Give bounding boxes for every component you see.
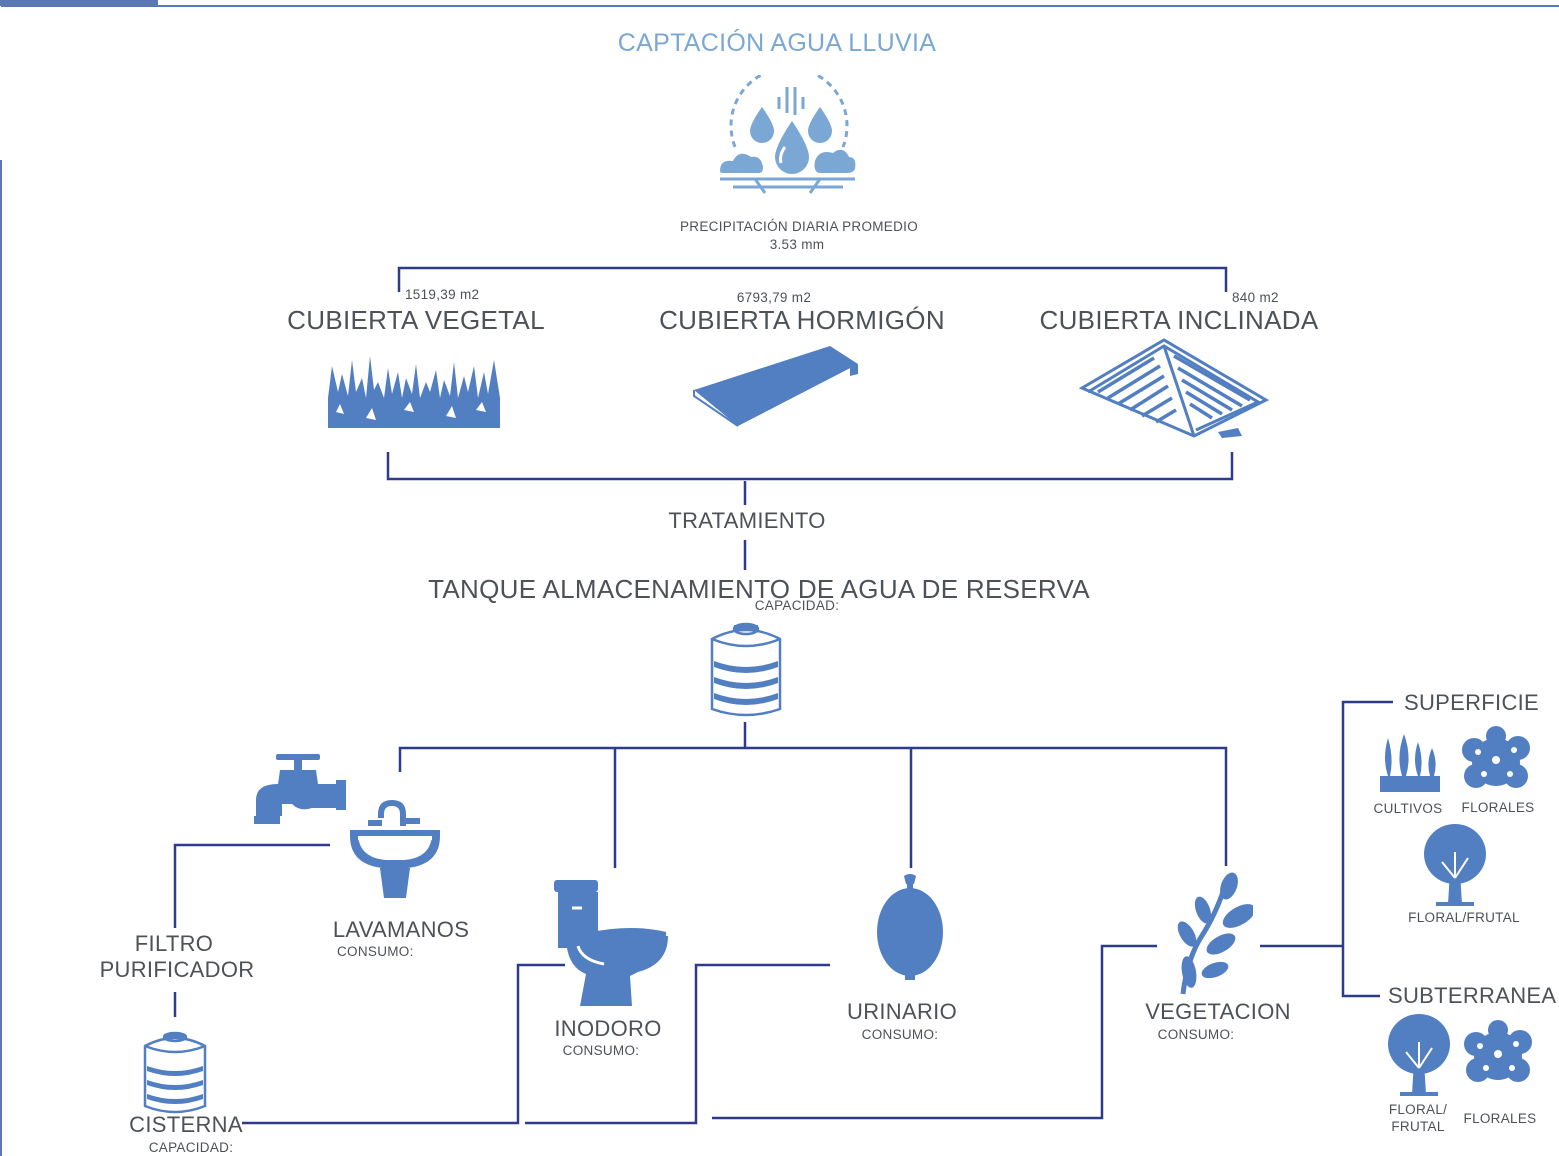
tank-capacity: CAPACIDAD: <box>754 598 840 613</box>
cistern-tank-icon <box>143 1031 207 1114</box>
tank-label: TANQUE ALMACENAMIENTO DE AGUA DE RESERVA <box>428 574 1090 604</box>
subterranea-floral-frutal-line2: FRUTAL <box>1391 1119 1445 1134</box>
superficie-floral-frutal-label: FLORAL/FRUTAL <box>1408 910 1520 925</box>
water-tank-icon <box>710 622 782 717</box>
roof-pitched-label: CUBIERTA INCLINADA <box>1039 305 1319 335</box>
use-urinario-consumption: CONSUMO: <box>861 1027 939 1042</box>
roof-pitched-area: 840 m2 <box>1232 290 1279 305</box>
tree-icon <box>1388 1014 1450 1096</box>
urinal-icon <box>877 874 943 980</box>
use-lavamanos-label: LAVAMANOS <box>332 917 470 942</box>
superficie-florales-label: FLORALES <box>1461 800 1535 815</box>
use-lavamanos-consumption: CONSUMO: <box>337 944 414 959</box>
precipitation-label: PRECIPITACIÓN DIARIA PROMEDIO <box>680 219 918 234</box>
crops-icon <box>1380 734 1440 792</box>
flower-bush-icon <box>1464 1020 1532 1082</box>
roof-vegetal-area: 1519,39 m2 <box>405 287 480 302</box>
faucet-icon <box>254 754 346 824</box>
diagram-title: CAPTACIÓN AGUA LLUVIA <box>617 29 937 57</box>
superficie-cultivos-label: CULTIVOS <box>1373 801 1443 816</box>
filter-label-line1: FILTRO <box>134 931 214 956</box>
use-inodoro-label: INODORO <box>554 1016 662 1041</box>
plant-branch-icon <box>1177 872 1253 995</box>
pitched-roof-icon <box>1078 338 1270 438</box>
roof-concrete-label: CUBIERTA HORMIGÓN <box>659 305 945 335</box>
subterranea-floral-frutal-line1: FLORAL/ <box>1388 1102 1448 1117</box>
concrete-slab-icon <box>693 346 858 427</box>
toilet-icon <box>554 880 668 1006</box>
use-vegetacion-label: VEGETACION <box>1145 999 1291 1024</box>
tree-icon <box>1424 824 1486 906</box>
use-inodoro-consumption: CONSUMO: <box>562 1043 640 1058</box>
use-vegetacion-consumption: CONSUMO: <box>1157 1027 1235 1042</box>
superficie-label: SUPERFICIE <box>1404 690 1540 715</box>
green-roof-grass-icon <box>328 356 500 428</box>
rain-collection-icon <box>720 75 856 194</box>
treatment-label: TRATAMIENTO <box>668 508 826 533</box>
cistern-label: CISTERNA <box>129 1112 243 1137</box>
use-urinario-label: URINARIO <box>847 999 957 1024</box>
precipitation-value: 3.53 mm <box>769 237 825 252</box>
roof-vegetal-label: CUBIERTA VEGETAL <box>287 305 545 335</box>
filter-label-line2: PURIFICADOR <box>99 957 255 982</box>
flower-bush-icon <box>1462 726 1530 788</box>
subterranea-florales-label: FLORALES <box>1463 1111 1537 1126</box>
subterranea-label: SUBTERRANEA <box>1388 983 1557 1008</box>
cistern-capacity: CAPACIDAD: <box>148 1140 234 1155</box>
washbasin-icon <box>350 800 440 898</box>
roof-concrete-area: 6793,79 m2 <box>736 290 812 305</box>
